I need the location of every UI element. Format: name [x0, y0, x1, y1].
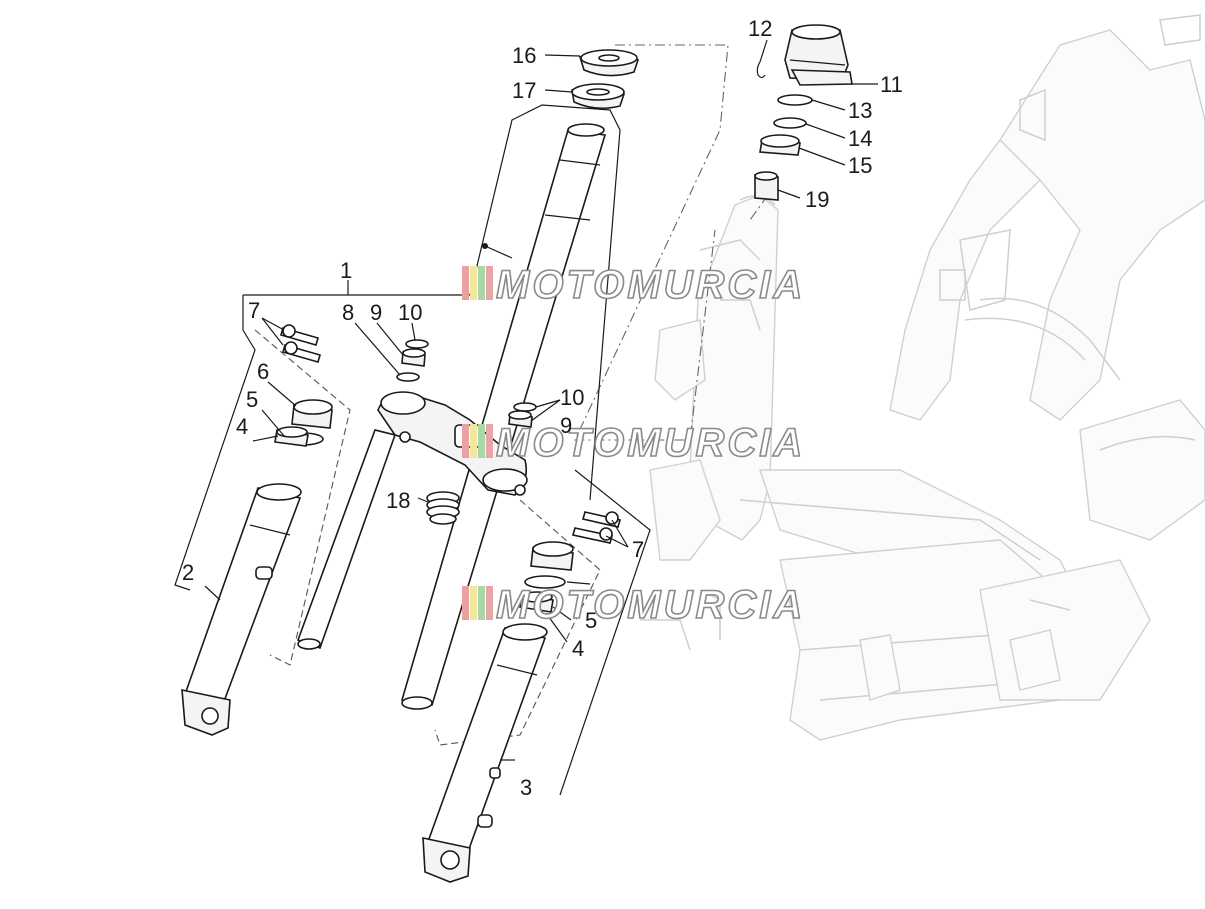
watermark-top: MOTOMURCIA — [462, 262, 805, 308]
leader-lines — [204, 39, 878, 761]
part-15-race — [759, 134, 801, 156]
part-12-pin — [756, 61, 766, 79]
part-14-ring — [773, 117, 807, 129]
part-18-spring — [426, 491, 460, 525]
part-19-sleeve — [754, 171, 779, 201]
watermark-text: MOTOMURCIA — [496, 263, 805, 307]
bolts-7-left — [280, 324, 321, 363]
part-9-nut — [401, 348, 426, 367]
part-4-bushing — [274, 426, 309, 447]
watermark-bottom: MOTOMURCIA — [462, 582, 805, 628]
part-6-cap-right — [530, 541, 574, 571]
left-stanchion-tube — [296, 429, 397, 650]
right-stanchion-dash-box — [434, 499, 601, 746]
callout-7-right: 7 — [632, 537, 644, 562]
callout-18: 18 — [386, 488, 410, 513]
callout-2: 2 — [182, 560, 194, 585]
callout-19: 19 — [805, 187, 829, 212]
callout-9-left: 9 — [370, 300, 382, 325]
callout-labels: 1 2 3 4 4 5 5 6 7 7 8 9 9 10 10 11 12 13… — [182, 16, 903, 800]
fork-leg-left — [181, 483, 302, 736]
watermark-middle: MOTOMURCIA — [462, 420, 805, 466]
callout-9-right: 9 — [560, 413, 572, 438]
part-8-ring — [396, 372, 420, 382]
part-6-cap — [291, 399, 333, 429]
callout-13: 13 — [848, 98, 872, 123]
callout-5-right: 5 — [585, 608, 597, 633]
callout-17: 17 — [512, 78, 536, 103]
callout-3: 3 — [520, 775, 532, 800]
callout-10-right: 10 — [560, 385, 584, 410]
part-4-bushing-right — [519, 591, 554, 613]
callout-11: 11 — [880, 72, 903, 97]
watermark-text: MOTOMURCIA — [496, 421, 805, 465]
group-1-bracket — [174, 295, 256, 591]
part-17-bearing — [571, 83, 626, 110]
callout-1: 1 — [340, 258, 352, 283]
callout-14: 14 — [848, 126, 872, 151]
callout-7-left: 7 — [248, 298, 260, 323]
callout-12: 12 — [748, 16, 772, 41]
part-11-lock-housing — [784, 24, 853, 86]
callout-5-left: 5 — [246, 387, 258, 412]
callout-4-left: 4 — [236, 414, 248, 439]
group-1-bracket-right — [559, 469, 651, 796]
assembly-path-line — [574, 44, 729, 441]
callout-6: 6 — [257, 359, 269, 384]
part-16-cone — [578, 49, 640, 77]
part-10-clip-right — [513, 402, 537, 412]
fork-leg-right — [422, 623, 548, 883]
callout-4-right: 4 — [572, 636, 584, 661]
callout-8: 8 — [342, 300, 354, 325]
part-13-washer — [777, 94, 813, 106]
part-9-nut-right — [508, 410, 533, 428]
callout-16: 16 — [512, 43, 536, 68]
scooter-frame — [640, 14, 1205, 741]
bolts-7-right — [571, 511, 622, 544]
callout-15: 15 — [848, 153, 872, 178]
watermark-text: MOTOMURCIA — [496, 583, 805, 627]
steering-tube — [400, 123, 607, 710]
left-stanchion-dash-box — [254, 329, 351, 666]
callout-10-left: 10 — [398, 300, 422, 325]
part-10-clip — [405, 339, 429, 349]
part-5-oring-right — [524, 575, 566, 589]
